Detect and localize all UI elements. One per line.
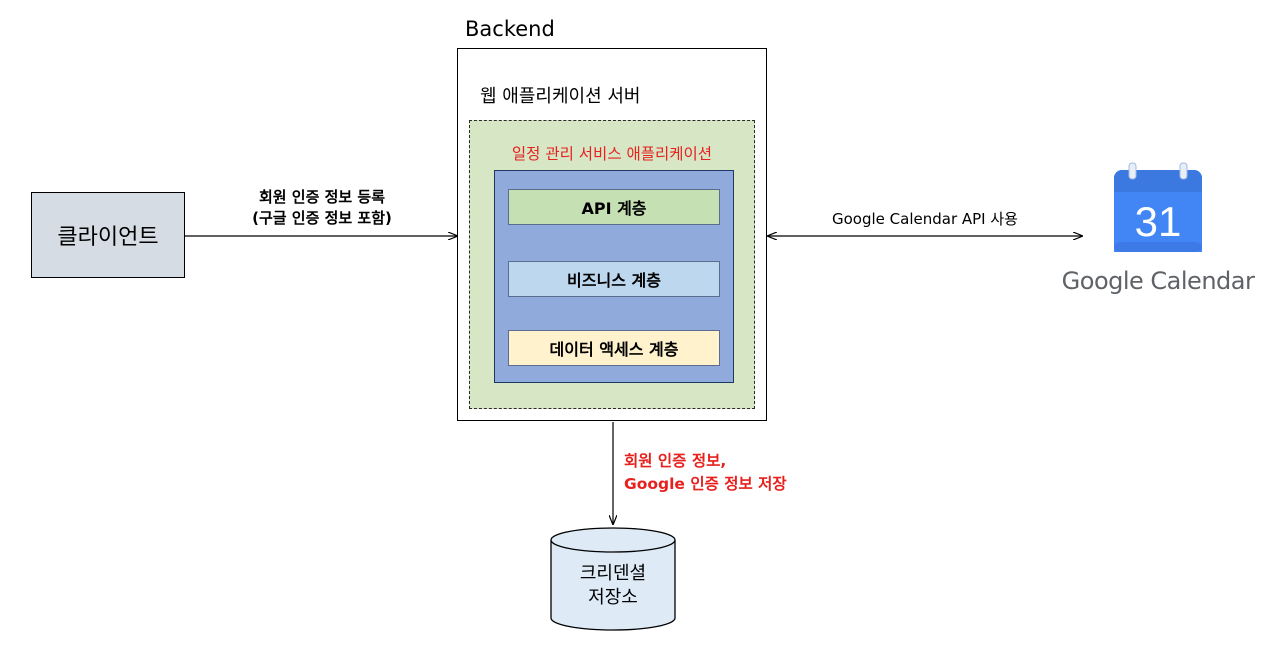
client-arrow-label-line1: 회원 인증 정보 등록 [258,188,386,206]
client-label: 클라이언트 [57,225,159,250]
backend-title: Backend [465,17,555,41]
store-arrow-label-line2: Google 인증 정보 저장 [624,475,787,493]
client-arrow-label-line2: (구글 인증 정보 포함) [252,209,392,227]
client-box: 클라이언트 [31,192,185,278]
credential-store-label-line2: 저장소 [588,587,638,608]
google-calendar-label: Google Calendar [1061,267,1255,295]
client-arrow-label: 회원 인증 정보 등록 (구글 인증 정보 포함) [190,187,454,229]
credential-store-label: 크리덴셜 저장소 [551,562,675,610]
service-application-label: 일정 관리 서비스 애플리케이션 [511,145,713,163]
credential-store-label-line1: 크리덴셜 [579,563,647,584]
google-api-arrow-label: Google Calendar API 사용 [832,210,1018,228]
store-arrow-label: 회원 인증 정보, Google 인증 정보 저장 [624,450,844,496]
web-server-label: 웹 애플리케이션 서버 [480,86,641,107]
google-calendar-icon-number: 31 [1135,198,1182,245]
api-layer: API 계층 [508,189,720,225]
store-arrow-label-line1: 회원 인증 정보, [624,452,727,470]
data-access-layer: 데이터 액세스 계층 [508,330,720,366]
credential-store-cylinder [550,527,676,631]
business-layer: 비즈니스 계층 [508,261,720,297]
google-calendar-icon: 31 [1114,162,1202,252]
